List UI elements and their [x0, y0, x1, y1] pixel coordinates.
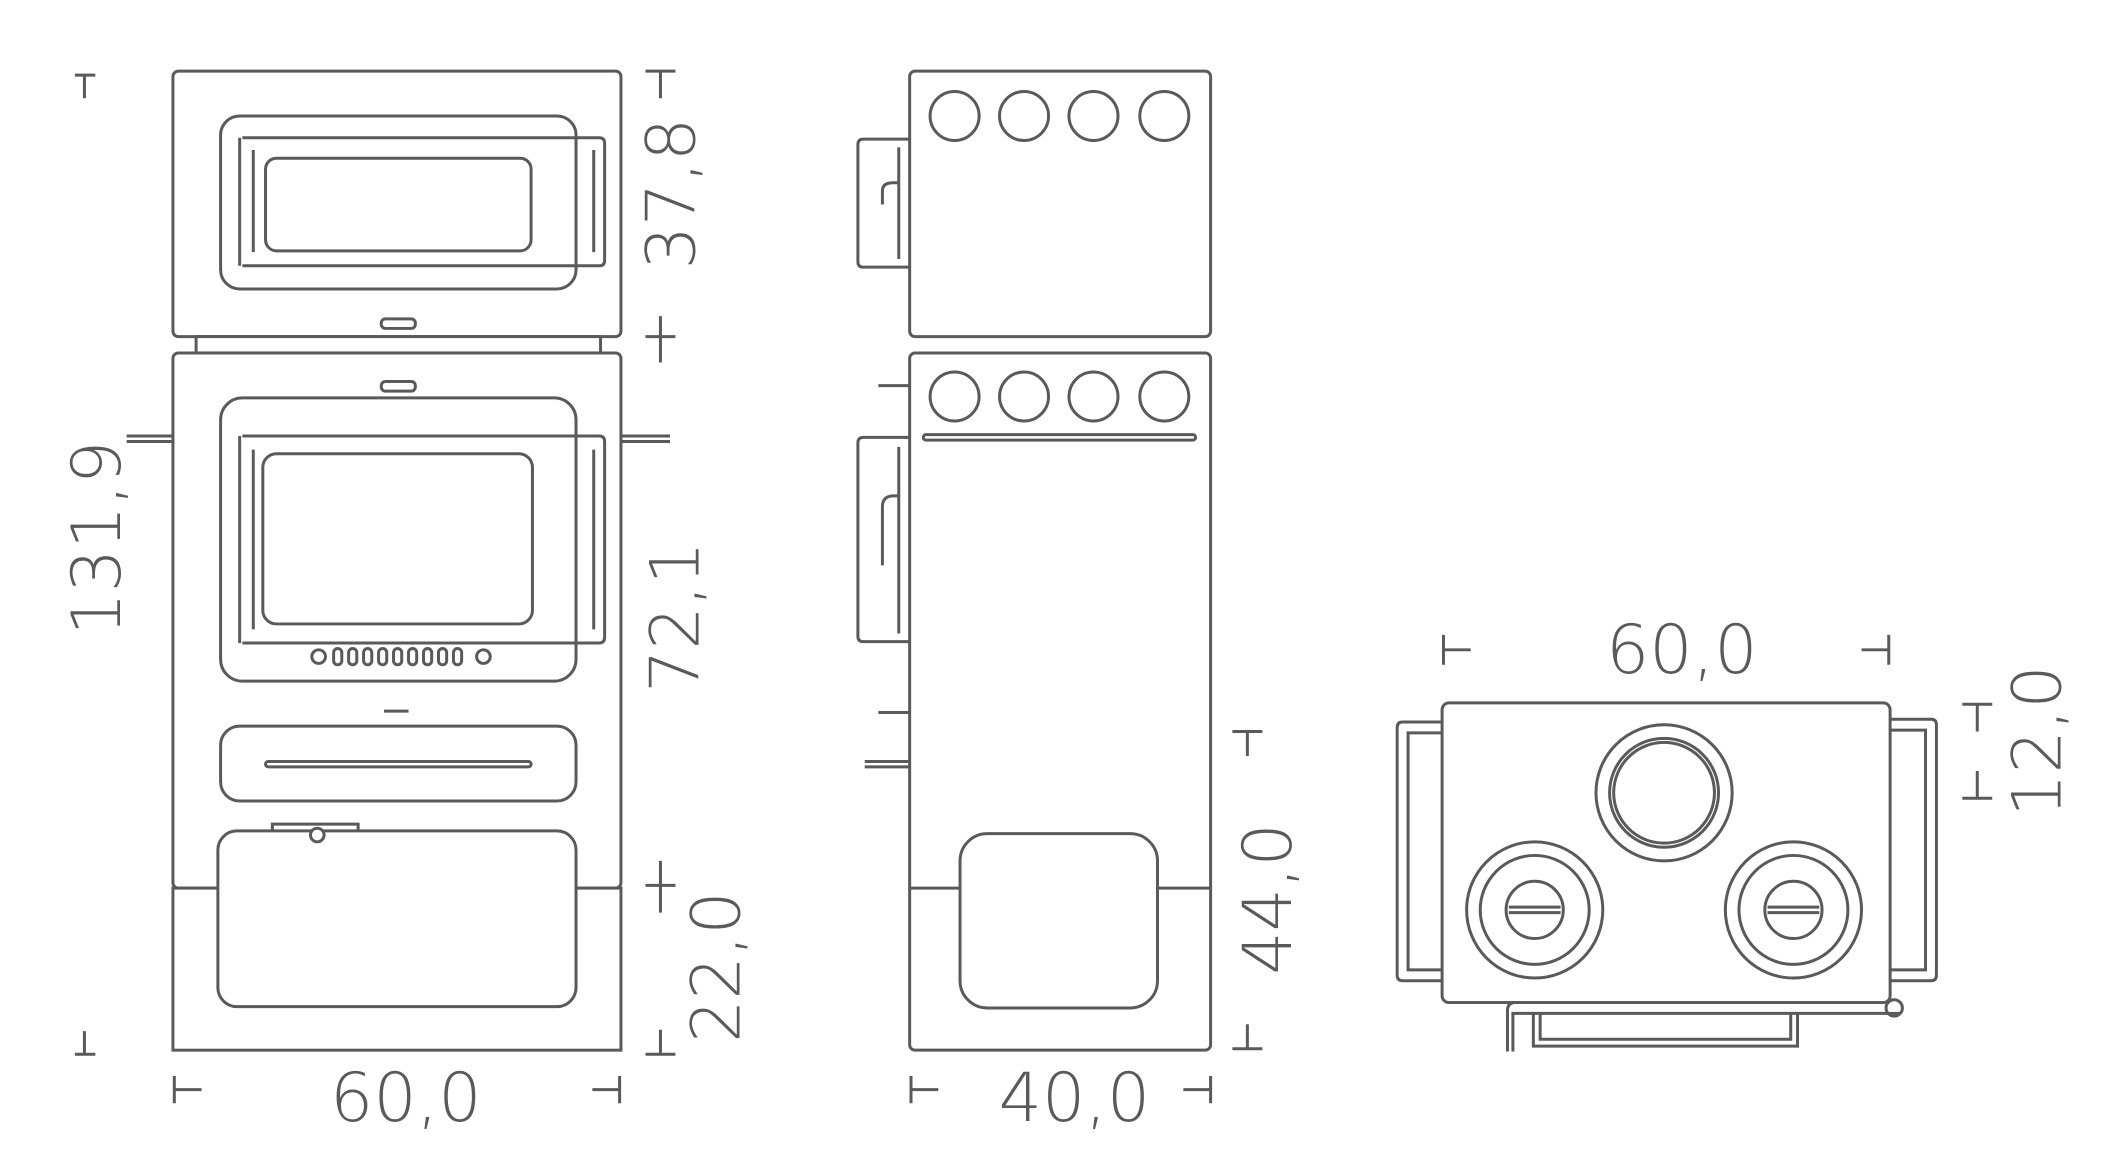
front-dimension-ticks: [74, 69, 676, 1104]
dim-main-body-height: 72,1: [637, 541, 716, 693]
top-oven-handle: [238, 136, 607, 268]
top-body: [1440, 701, 1892, 1005]
top-bottom-rail: [1505, 1001, 1900, 1052]
side-top-circles: [928, 89, 1191, 143]
dim-top-oven-height: 37,8: [632, 118, 711, 270]
side-rods: [126, 434, 670, 443]
top-right-handle: [1890, 717, 1938, 983]
ash-box-knob: [308, 826, 326, 844]
main-burner-inner: [1608, 736, 1721, 849]
side-ash-box: [958, 832, 1159, 1010]
main-burner-ring: [1612, 740, 1716, 845]
dim-handle-offset: 12,0: [1998, 665, 2077, 817]
top-left-handle: [1395, 720, 1443, 983]
side-details: [864, 384, 1211, 890]
right-burner: [1723, 840, 1864, 980]
oven-glass: [261, 452, 534, 626]
dim-total-height: 131,9: [58, 441, 137, 636]
side-rail: [921, 433, 1198, 442]
top-oven-slot: [379, 317, 417, 330]
side-top-handle: [856, 137, 910, 269]
dim-front-width: 60,0: [330, 1059, 482, 1138]
dim-top-width: 60,0: [1606, 611, 1758, 690]
base-tab: [270, 822, 360, 831]
ash-box: [216, 829, 578, 1009]
oven-handle: [238, 434, 607, 645]
side-view: 44,0 40,0: [856, 69, 1308, 1138]
front-view: 37,8 131,9 72,1 22,0 60,0: [58, 69, 756, 1138]
main-slot: [379, 380, 417, 393]
side-circles: [928, 370, 1191, 423]
main-burner-outer: [1594, 723, 1734, 863]
dim-lower-height: 44,0: [1229, 823, 1308, 975]
top-dimension-ticks: [1441, 634, 1993, 800]
top-oven-door: [219, 114, 578, 291]
drawer-handle: [264, 759, 533, 769]
dim-depth: 40,0: [999, 1059, 1151, 1138]
left-burner: [1465, 840, 1605, 980]
oven-door: [219, 396, 578, 683]
side-handle: [856, 435, 910, 644]
drawer: [219, 724, 578, 803]
dim-base-height: 22,0: [677, 891, 756, 1043]
top-view: 60,0 12,0: [1395, 611, 2077, 1052]
vent-row: [310, 646, 492, 667]
side-dimension-ticks: [909, 730, 1263, 1104]
connector: [194, 335, 603, 355]
rail-knob: [1884, 998, 1904, 1018]
side-top-oven: [908, 69, 1213, 339]
top-oven-glass: [264, 156, 533, 253]
